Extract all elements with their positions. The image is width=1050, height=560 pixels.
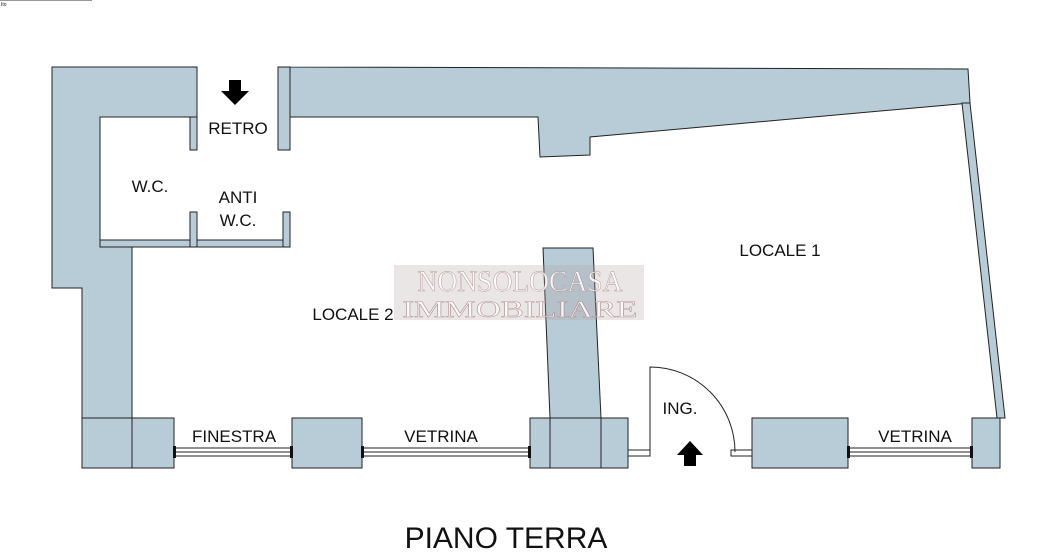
watermark-bg	[394, 265, 644, 320]
wall-bottom-4	[751, 417, 849, 469]
wall-bottom-5	[971, 417, 1001, 469]
door-sill-left	[627, 449, 651, 457]
label-finestra: FINESTRA	[192, 427, 277, 446]
watermark: NONSOLOCASA IMMOBILIARE	[394, 265, 644, 322]
watermark-line2: IMMOBILIARE	[403, 297, 638, 322]
label-vetrina-right: VETRINA	[878, 427, 952, 446]
wall-bottom-1	[81, 417, 175, 469]
entrance-door-swing	[649, 366, 736, 453]
plan-title: PIANO TERRA	[405, 522, 608, 555]
arrow-down-icon	[221, 80, 249, 105]
room-label-retro: RETRO	[208, 119, 268, 138]
wall-retro-left	[189, 116, 198, 151]
wall-bottom-2	[291, 417, 363, 469]
wall-retro-right	[277, 66, 291, 151]
room-label-anti-line2: W.C.	[220, 211, 257, 230]
room-label-wc: W.C.	[132, 177, 169, 196]
wall-top	[277, 66, 971, 158]
room-label-ingresso: ING.	[663, 399, 698, 418]
door-sill-right	[730, 449, 753, 457]
wall-right	[961, 102, 1006, 419]
wall-wc-divider	[189, 211, 198, 248]
room-label-anti-line1: ANTI	[219, 188, 258, 207]
wall-anti-right	[282, 211, 291, 248]
wall-bottom-3	[529, 417, 629, 469]
corner-text: Ito	[1, 2, 7, 8]
arrow-up-icon	[677, 441, 703, 466]
label-vetrina-left: VETRINA	[404, 427, 478, 446]
watermark-line1: NONSOLOCASA	[418, 265, 623, 298]
room-label-locale1: LOCALE 1	[739, 241, 820, 260]
room-label-locale2: LOCALE 2	[312, 305, 393, 324]
